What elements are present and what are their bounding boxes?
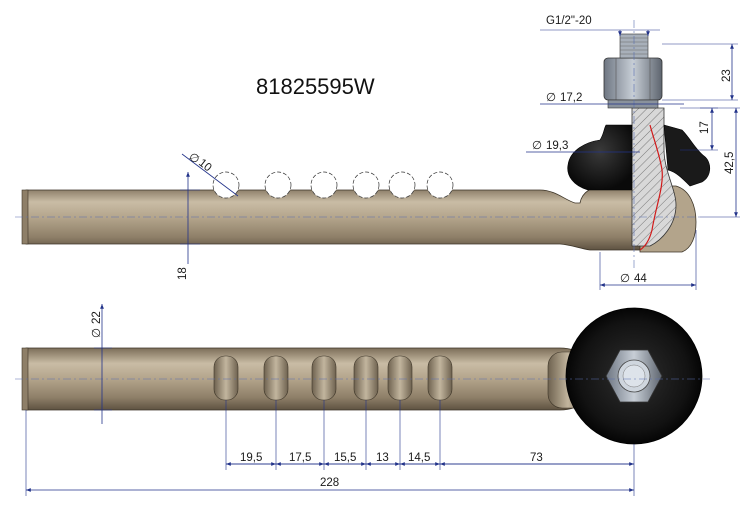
dim-17: 17 bbox=[699, 121, 711, 134]
top-view bbox=[15, 307, 710, 445]
dim-dia-22: 22 bbox=[91, 311, 103, 324]
dim-total-228: 228 bbox=[320, 477, 339, 489]
dim-slot-17-5: 17,5 bbox=[289, 452, 311, 464]
rubber-boot bbox=[567, 124, 633, 191]
nut bbox=[603, 57, 663, 101]
dim-dia-44: 44 bbox=[634, 273, 647, 285]
rod-side bbox=[25, 185, 641, 251]
dim-dia-19-3-symbol: ∅ bbox=[532, 140, 542, 152]
part-number: 81825595W bbox=[256, 74, 375, 99]
dim-42-5: 42,5 bbox=[724, 152, 736, 174]
rubber-boot-section bbox=[663, 124, 711, 187]
dim-dia-17-2: 17,2 bbox=[560, 92, 582, 104]
side-view bbox=[15, 20, 711, 270]
side-dimensions: G1/2"-20 23 ∅ 17,2 17 42,5 ∅ 19,3 ∅ 10 1… bbox=[177, 15, 740, 290]
dim-18: 18 bbox=[177, 267, 189, 280]
seal-line bbox=[639, 124, 663, 251]
dim-slot-73: 73 bbox=[530, 452, 543, 464]
dim-thread: G1/2"-20 bbox=[546, 15, 592, 27]
ball-stud-section bbox=[631, 107, 677, 247]
dim-slot-13: 13 bbox=[376, 452, 389, 464]
dim-dia-44-symbol: ∅ bbox=[620, 273, 630, 285]
dim-slot-19-5: 19,5 bbox=[240, 452, 262, 464]
dim-slot-14-5: 14,5 bbox=[408, 452, 430, 464]
dim-23: 23 bbox=[721, 69, 733, 82]
dim-slot-15-5: 15,5 bbox=[334, 452, 356, 464]
dim-dia-22-symbol: ∅ bbox=[91, 328, 103, 338]
bottom-dimensions: ∅ 22 19,5 17,5 15,5 13 14,5 73 bbox=[25, 304, 635, 496]
dim-dia-19-3: 19,3 bbox=[546, 140, 568, 152]
dim-dia-17-2-symbol: ∅ bbox=[546, 92, 556, 104]
slots bbox=[213, 355, 453, 401]
